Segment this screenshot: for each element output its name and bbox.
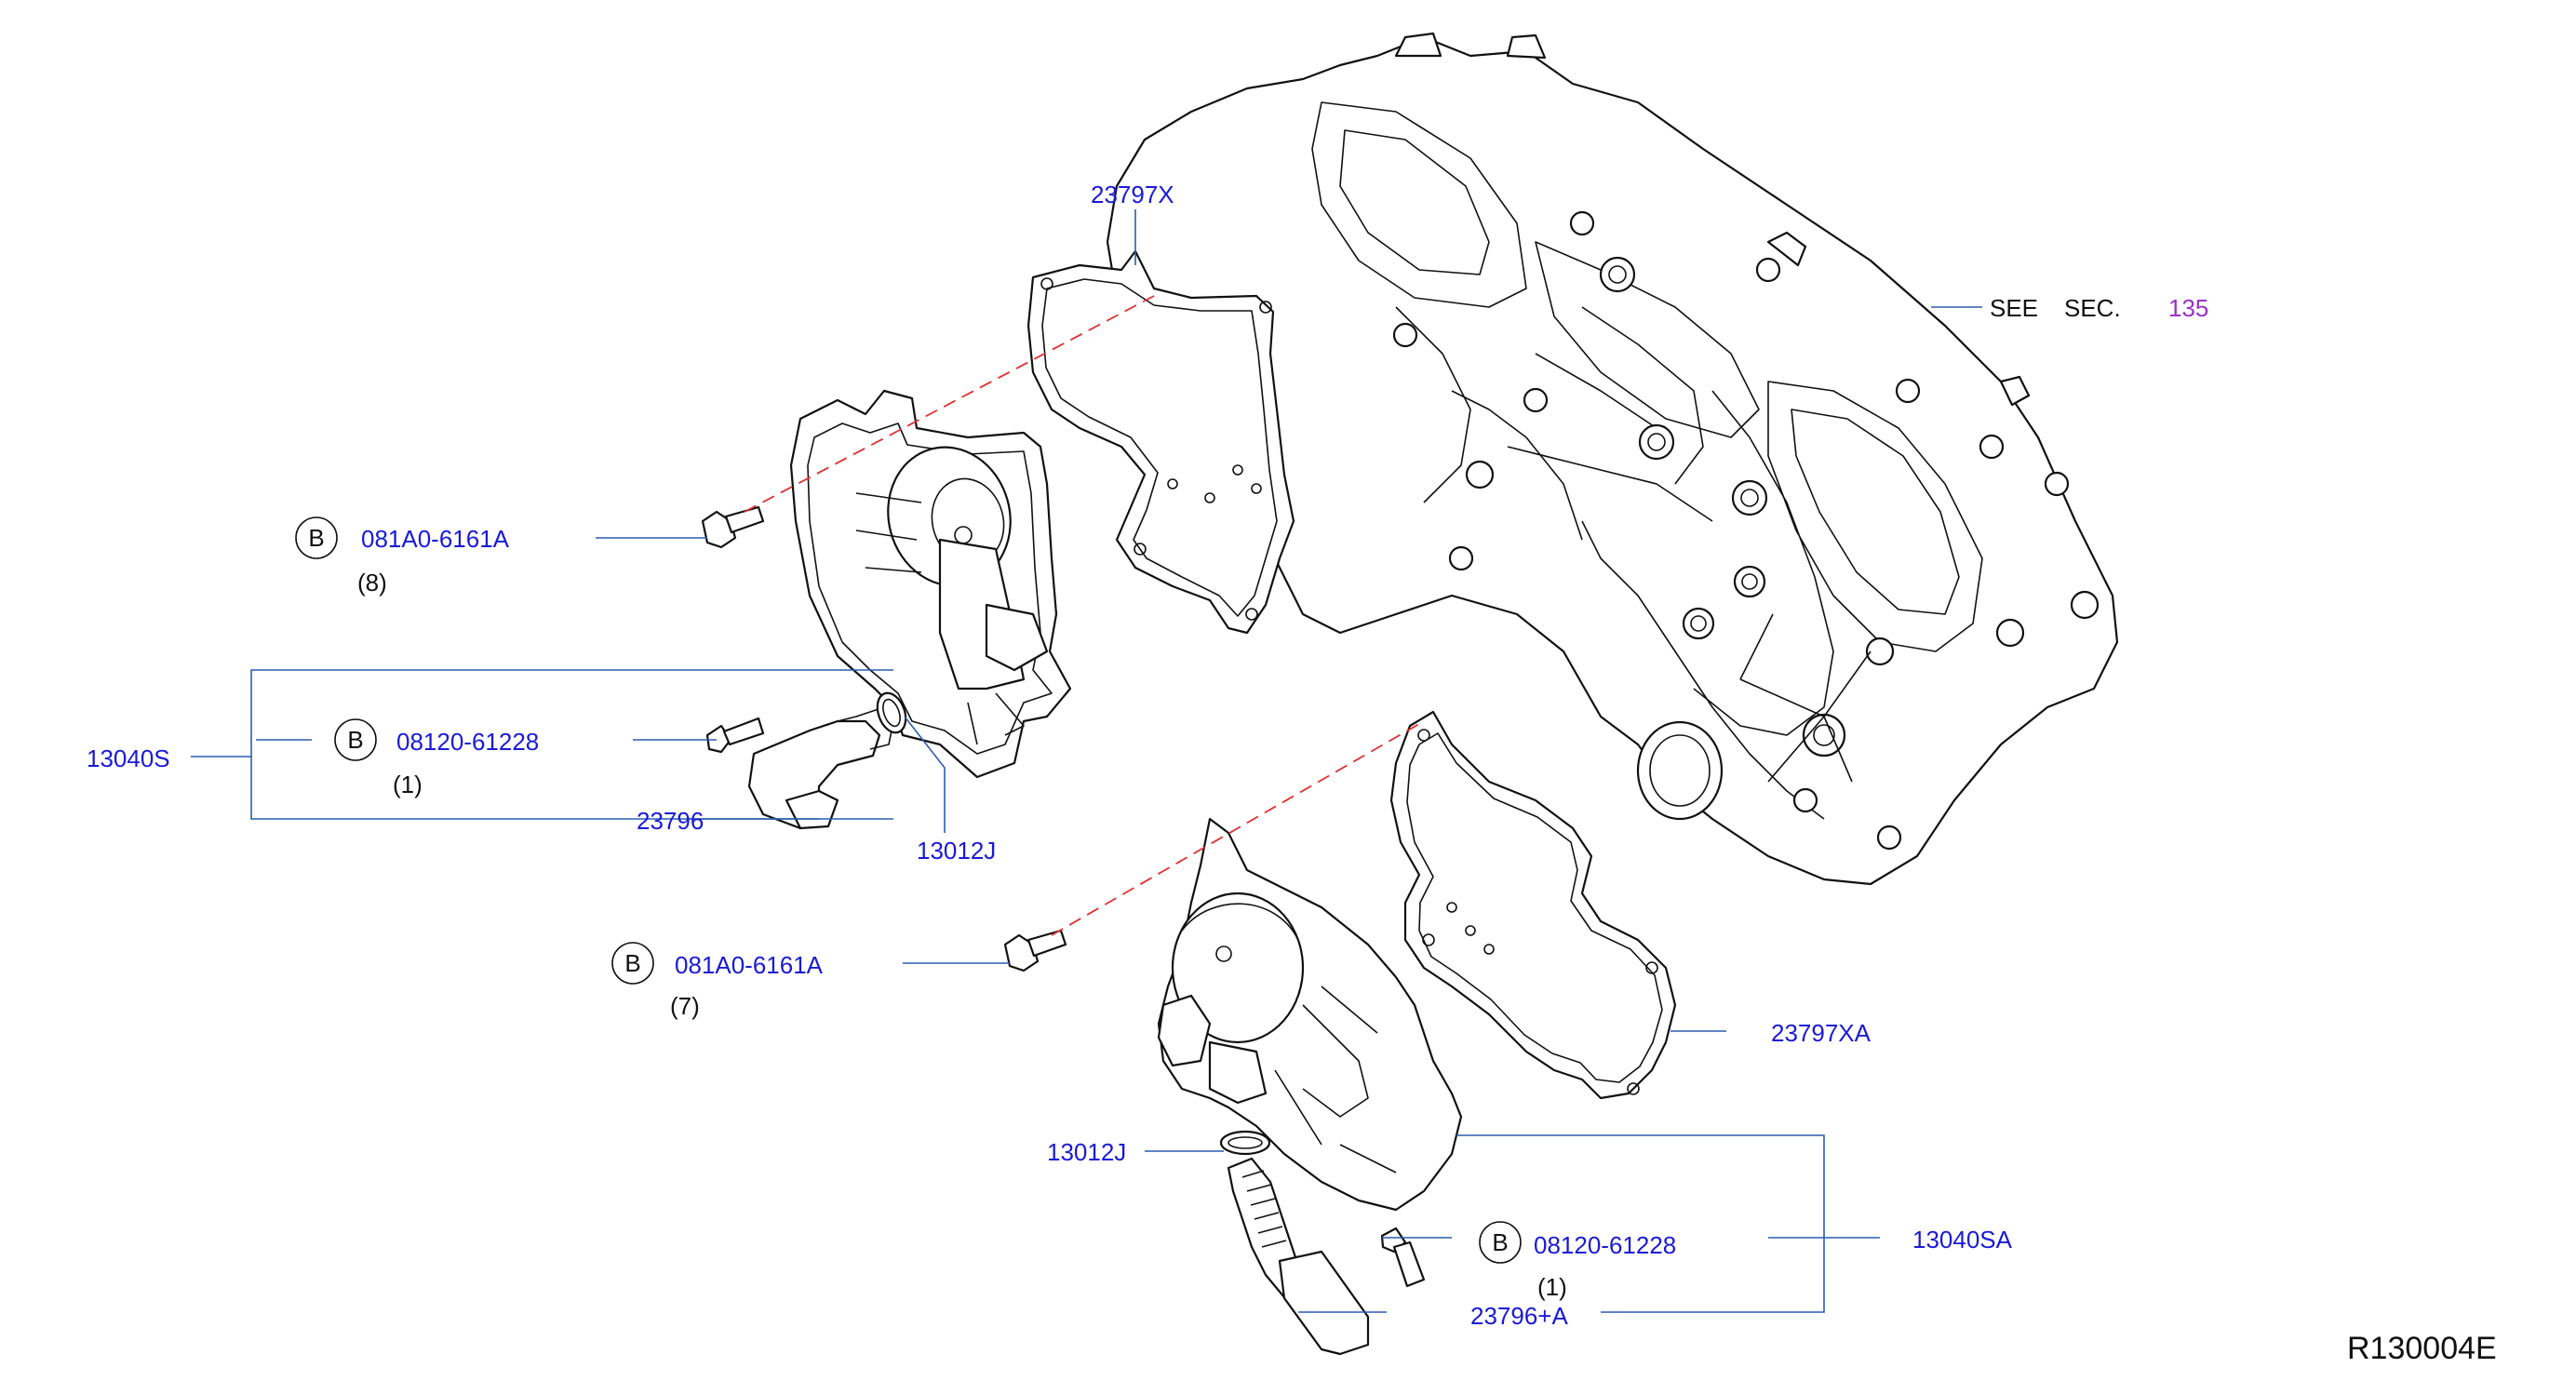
callout-oring-upper[interactable]: 13012J — [917, 837, 996, 865]
bolt-symbol-upper-bolt: B — [308, 524, 324, 552]
bolt-symbol-lower-bolt: B — [624, 949, 640, 977]
callout-oring-lower[interactable]: 13012J — [1047, 1138, 1126, 1166]
lower-water-pump-drawing — [1157, 817, 1463, 1212]
lower-valve-drawing — [1227, 1157, 1370, 1356]
upper-oring-inner — [882, 698, 901, 728]
upper-screw-drawing — [705, 717, 765, 754]
callout-bolt-upper[interactable]: 081A0-6161A — [361, 525, 510, 553]
upper-bolt-drawing — [701, 505, 765, 549]
callout-screw-lower[interactable]: 08120-61228 — [1534, 1231, 1676, 1259]
lower-bolt-drawing — [1003, 929, 1067, 972]
callout-gasket-upper[interactable]: 23797X — [1091, 181, 1174, 208]
callout-gasket-lower[interactable]: 23797XA — [1771, 1019, 1872, 1047]
callout-bolt-lower[interactable]: 081A0-6161A — [675, 951, 824, 979]
bolt-symbol-lower-screw: B — [1492, 1228, 1508, 1256]
qty-bolt-lower: (7) — [670, 992, 700, 1020]
lower-gasket-drawing — [1389, 710, 1677, 1100]
sec-label: SEC. — [2064, 294, 2121, 322]
callout-screw-upper[interactable]: 08120-61228 — [396, 728, 539, 756]
callout-pump-assy-upper[interactable]: 13040S — [87, 744, 170, 772]
callout-valve-upper[interactable]: 23796 — [637, 807, 704, 835]
qty-screw-upper: (1) — [393, 771, 423, 798]
lower-alignment-line — [1051, 720, 1425, 936]
callout-pump-assy-lower[interactable]: 13040SA — [1912, 1226, 2013, 1254]
see-label: SEE — [1990, 294, 2038, 322]
lower-oring-inner — [1228, 1136, 1263, 1149]
lower-oring-drawing — [1219, 1130, 1271, 1156]
diagram-reference-code: R130004E — [2347, 1331, 2497, 1366]
upper-alignment-line — [744, 295, 1155, 513]
bolt-symbol-circle-upper-bolt — [295, 516, 338, 559]
leader-lines — [191, 209, 1982, 1313]
upper-water-pump-drawing — [789, 389, 1072, 779]
qty-bolt-upper: (8) — [357, 569, 387, 597]
bolt-symbol-circle-lower-screw — [1479, 1221, 1522, 1264]
timing-chain-case-drawing — [1106, 32, 2119, 886]
upper-gasket-drawing — [1026, 249, 1295, 635]
bolt-symbol-circle-lower-bolt — [611, 942, 654, 985]
see-section-callout[interactable]: SEE SEC. 135 — [1990, 294, 2208, 322]
section-number-link[interactable]: 135 — [2168, 294, 2208, 322]
upper-valve-drawing — [747, 706, 894, 830]
lower-screw-drawing — [1380, 1227, 1426, 1288]
bolt-symbol-circle-upper-screw — [334, 718, 377, 761]
qty-screw-lower: (1) — [1537, 1273, 1567, 1301]
bolt-symbol-upper-screw: B — [347, 726, 363, 754]
callout-valve-lower[interactable]: 23796+A — [1470, 1302, 1568, 1330]
